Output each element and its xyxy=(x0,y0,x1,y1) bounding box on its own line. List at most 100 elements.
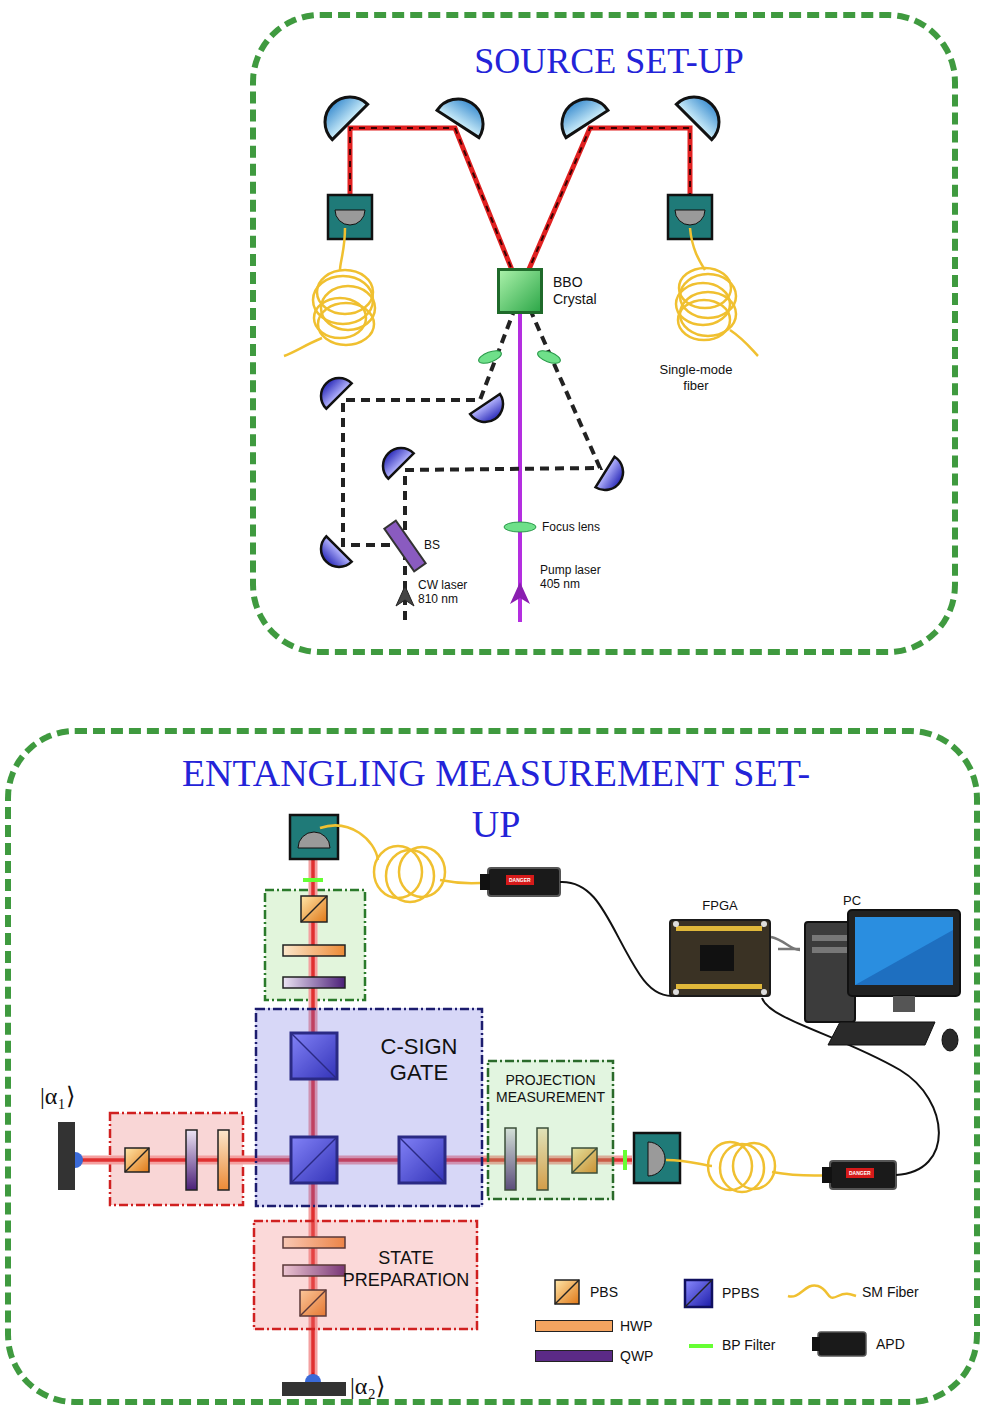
fiber-coupler xyxy=(298,832,330,848)
lens xyxy=(504,522,536,532)
waveplate xyxy=(218,1130,229,1190)
fiber-coupler xyxy=(290,815,338,859)
fiber-coil xyxy=(318,303,374,345)
fiber-coupler xyxy=(675,210,705,225)
apd-detector xyxy=(480,874,490,890)
mirror xyxy=(595,457,629,497)
mirror xyxy=(376,441,414,479)
fiber-coil xyxy=(284,338,322,356)
legend-icon xyxy=(685,1280,712,1307)
signal-wire xyxy=(771,937,800,950)
bp-filter xyxy=(303,878,323,882)
warning-sticker: DANGER xyxy=(846,1168,874,1178)
pc-illustration xyxy=(812,947,848,953)
fiber-coupler xyxy=(634,1133,680,1183)
pump-beam xyxy=(518,292,522,622)
lens xyxy=(477,348,503,366)
box-label: FPGA xyxy=(665,898,775,914)
fpga-board xyxy=(761,921,767,927)
fiber-coil xyxy=(678,300,730,340)
red-beam xyxy=(350,128,690,290)
fiber-coil xyxy=(733,1143,775,1189)
apd-detector xyxy=(830,1161,896,1189)
mirror xyxy=(314,371,630,575)
pump-beam xyxy=(510,292,530,622)
mirror xyxy=(314,536,352,574)
legend-label: HWP xyxy=(620,1318,653,1334)
fiber-coil xyxy=(666,1160,712,1166)
lens xyxy=(536,348,562,366)
apd-detector xyxy=(488,868,560,896)
box-label: STATE PREPARATION xyxy=(337,1248,475,1291)
waveplate xyxy=(186,1130,197,1190)
legend-swatch xyxy=(535,1320,613,1332)
fiber-coil xyxy=(284,228,758,356)
pc-box: PC xyxy=(800,893,965,1063)
laser-label: Pump laser 405 nm xyxy=(540,563,602,592)
legend-icon xyxy=(685,1280,712,1307)
signal-wire xyxy=(762,998,939,1175)
crystal-label-box: BBO Crystal xyxy=(497,268,609,316)
fiber-coil xyxy=(340,228,345,270)
fpga-board xyxy=(676,984,762,989)
legend-icon xyxy=(555,1280,579,1304)
red-beam xyxy=(350,128,690,290)
apd-detector xyxy=(822,1167,832,1183)
red-beam xyxy=(70,860,632,1386)
fpga-board xyxy=(761,989,767,995)
legend-icon xyxy=(555,1280,579,1304)
legend-label: PBS xyxy=(590,1284,618,1300)
pc-illustration xyxy=(828,1022,935,1045)
fiber-coil xyxy=(320,826,378,860)
legend-label: PPBS xyxy=(722,1285,759,1301)
legend-label: SM Fiber xyxy=(862,1284,919,1300)
pc-illustration xyxy=(805,910,960,1051)
pbs-cube xyxy=(301,896,327,922)
box-outline xyxy=(256,1009,482,1206)
source-region: BBO Crystal SOURCE SET-UP xyxy=(250,12,958,655)
legend-label: APD xyxy=(876,1336,905,1352)
photon-source xyxy=(305,1374,321,1382)
fpga-board xyxy=(670,920,770,996)
mirror xyxy=(470,394,510,429)
waveplate xyxy=(283,977,345,988)
photon-source xyxy=(282,1382,346,1396)
pc-illustration xyxy=(812,935,848,941)
box-label: PROJECTION MEASUREMENT xyxy=(490,1072,611,1106)
legend-swatch xyxy=(535,1350,613,1362)
box-label: C-SIGN GATE xyxy=(363,1034,475,1087)
mirror xyxy=(315,87,368,140)
fiber-coupler xyxy=(328,195,372,239)
fpga-box: FPGA xyxy=(665,898,778,1000)
region-title: SOURCE SET-UP xyxy=(276,40,942,83)
pc-illustration xyxy=(848,910,960,996)
state-label: |α₂⟩ xyxy=(350,1372,385,1401)
fiber-label: Single-mode fiber xyxy=(648,362,744,393)
mirror xyxy=(676,87,729,140)
box-label: PC xyxy=(843,893,883,909)
box-outline xyxy=(488,1061,613,1199)
measurement-region: C-SIGN GATE PROJECTION MEASUREMENT STATE P… xyxy=(5,728,980,1405)
beam-splitter xyxy=(384,521,425,572)
fpga-board xyxy=(670,920,770,996)
preparation-box: STATE PREPARATION xyxy=(253,1220,478,1330)
box-label: BBO Crystal xyxy=(553,274,607,308)
fpga-board xyxy=(700,945,734,971)
projection-box: PROJECTION MEASUREMENT xyxy=(487,1060,614,1200)
fiber-coupler xyxy=(648,1142,665,1176)
pc-illustration xyxy=(893,996,915,1012)
state-label: |α₁⟩ xyxy=(40,1082,75,1111)
bp-filter xyxy=(623,1150,627,1170)
fiber-coil xyxy=(399,847,445,897)
pump-beam xyxy=(510,582,530,604)
photon-source xyxy=(58,1122,75,1190)
pc-illustration xyxy=(855,917,953,985)
fiber-coil xyxy=(730,330,758,356)
fiber-coupler xyxy=(335,210,365,225)
analysis-box xyxy=(265,890,365,1000)
mirror xyxy=(437,89,493,137)
legend-icon xyxy=(812,1337,820,1351)
pbs-cube xyxy=(125,1148,149,1172)
pc-illustration xyxy=(942,1029,958,1051)
fiber-coil xyxy=(690,228,705,270)
